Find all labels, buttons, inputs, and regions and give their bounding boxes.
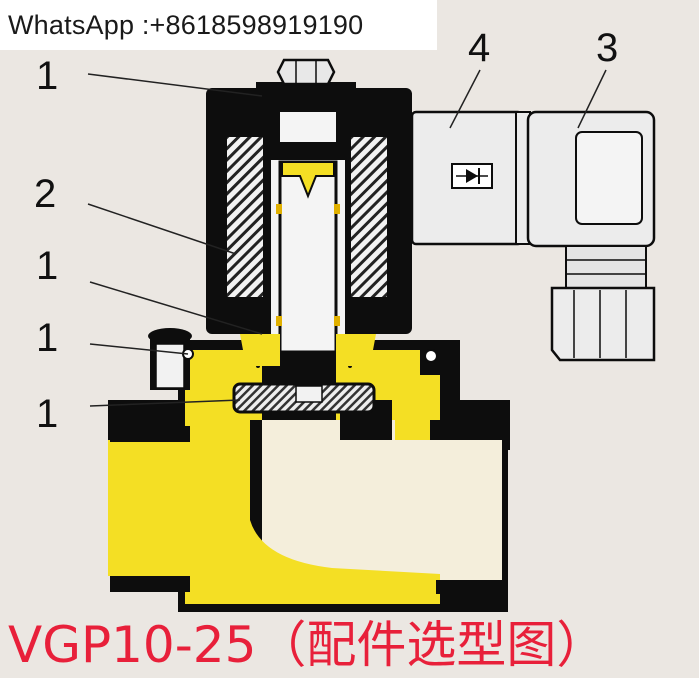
connector-plug — [410, 110, 531, 246]
callout-label: 4 — [468, 26, 491, 70]
hex-nut-icon — [276, 58, 336, 86]
whatsapp-contact: WhatsApp :+8618598919190 — [8, 9, 364, 40]
valve-body — [108, 328, 510, 612]
model-caption: VGP10-25（配件选型图） — [8, 616, 607, 674]
callout-label: 1 — [36, 244, 59, 288]
callout-label: 1 — [36, 316, 59, 360]
callout-label: 1 — [36, 392, 59, 436]
leader-lines — [87, 69, 607, 407]
diode-icon — [451, 163, 493, 189]
solenoid-coil — [206, 58, 412, 366]
callout-label: 1 — [36, 54, 59, 98]
junction-box — [526, 110, 656, 362]
contact-banner: WhatsApp :+8618598919190 — [0, 0, 437, 50]
callout-label: 2 — [34, 172, 57, 216]
callout-label: 3 — [596, 26, 619, 70]
